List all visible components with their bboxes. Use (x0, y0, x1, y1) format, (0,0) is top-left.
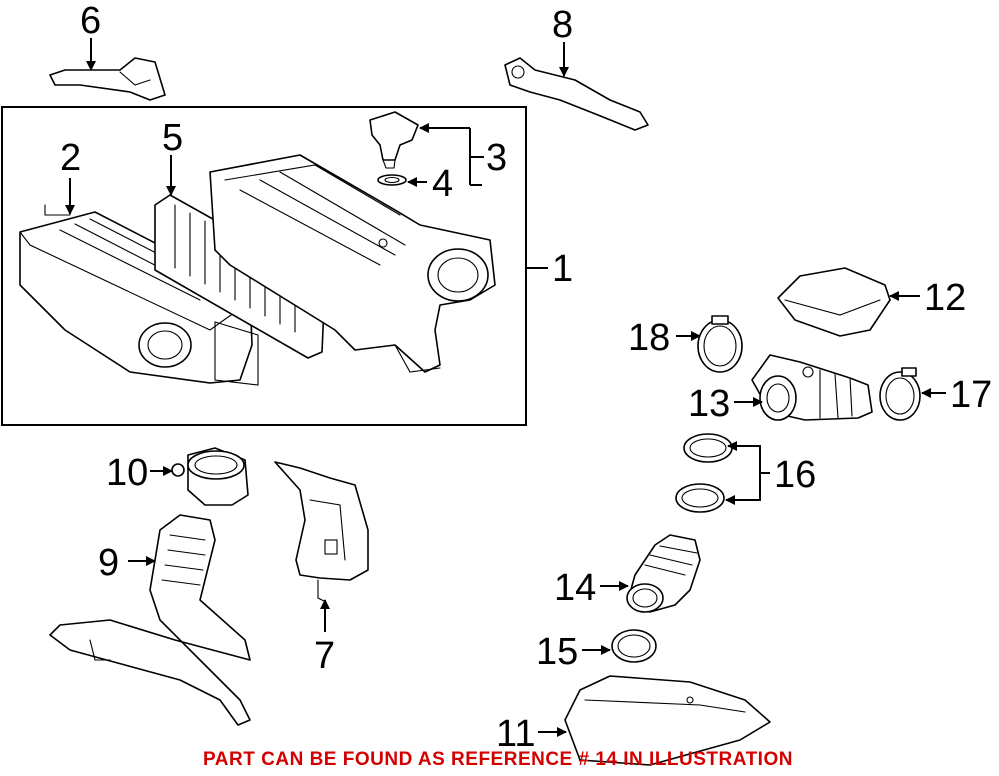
mass-air-flow-sensor (369, 111, 419, 169)
hose-clamp-16-lower (675, 483, 725, 513)
intake-hose-13 (751, 354, 873, 421)
callout-14: 14 (554, 567, 596, 609)
callout-8: 8 (552, 4, 573, 46)
bracket-part-7 (274, 461, 369, 603)
callout-1: 1 (552, 248, 573, 290)
callout-numbers: 1 2 3 4 5 6 7 8 9 10 11 12 13 14 15 16 1… (60, 0, 992, 755)
callout-2: 2 (60, 137, 81, 179)
callout-11: 11 (496, 713, 535, 755)
callout-9: 9 (98, 542, 119, 584)
intake-hose-14 (626, 534, 701, 613)
callout-4: 4 (432, 163, 453, 205)
bracket-part-6 (49, 57, 166, 101)
intake-duct-11 (564, 675, 771, 766)
bracket-part-8 (504, 57, 649, 131)
callout-6: 6 (80, 0, 101, 42)
callout-13: 13 (688, 383, 730, 425)
resonator-cover (777, 267, 891, 337)
callout-10: 10 (106, 452, 148, 494)
sensor-gasket (377, 174, 407, 186)
callout-3: 3 (486, 137, 507, 179)
callout-5: 5 (162, 117, 183, 159)
hose-clamp-16-upper (683, 433, 733, 463)
intake-hose-10 (171, 447, 249, 506)
hose-clamp-15 (611, 629, 657, 663)
hose-clamp-17 (879, 367, 921, 421)
intake-duct-9 (49, 514, 251, 726)
air-cleaner-cap (19, 204, 259, 386)
callout-7: 7 (314, 635, 335, 677)
callout-16: 16 (774, 454, 816, 496)
leader-lines (65, 38, 946, 737)
callout-18: 18 (628, 317, 670, 359)
footer-note: PART CAN BE FOUND AS REFERENCE # 14 IN I… (203, 749, 793, 770)
assembly-frame (1, 106, 527, 426)
hose-clamp-18 (697, 315, 743, 373)
air-cleaner-housing (209, 154, 496, 373)
callout-15: 15 (536, 631, 578, 673)
callout-17: 17 (950, 374, 992, 416)
callout-12: 12 (924, 277, 966, 319)
